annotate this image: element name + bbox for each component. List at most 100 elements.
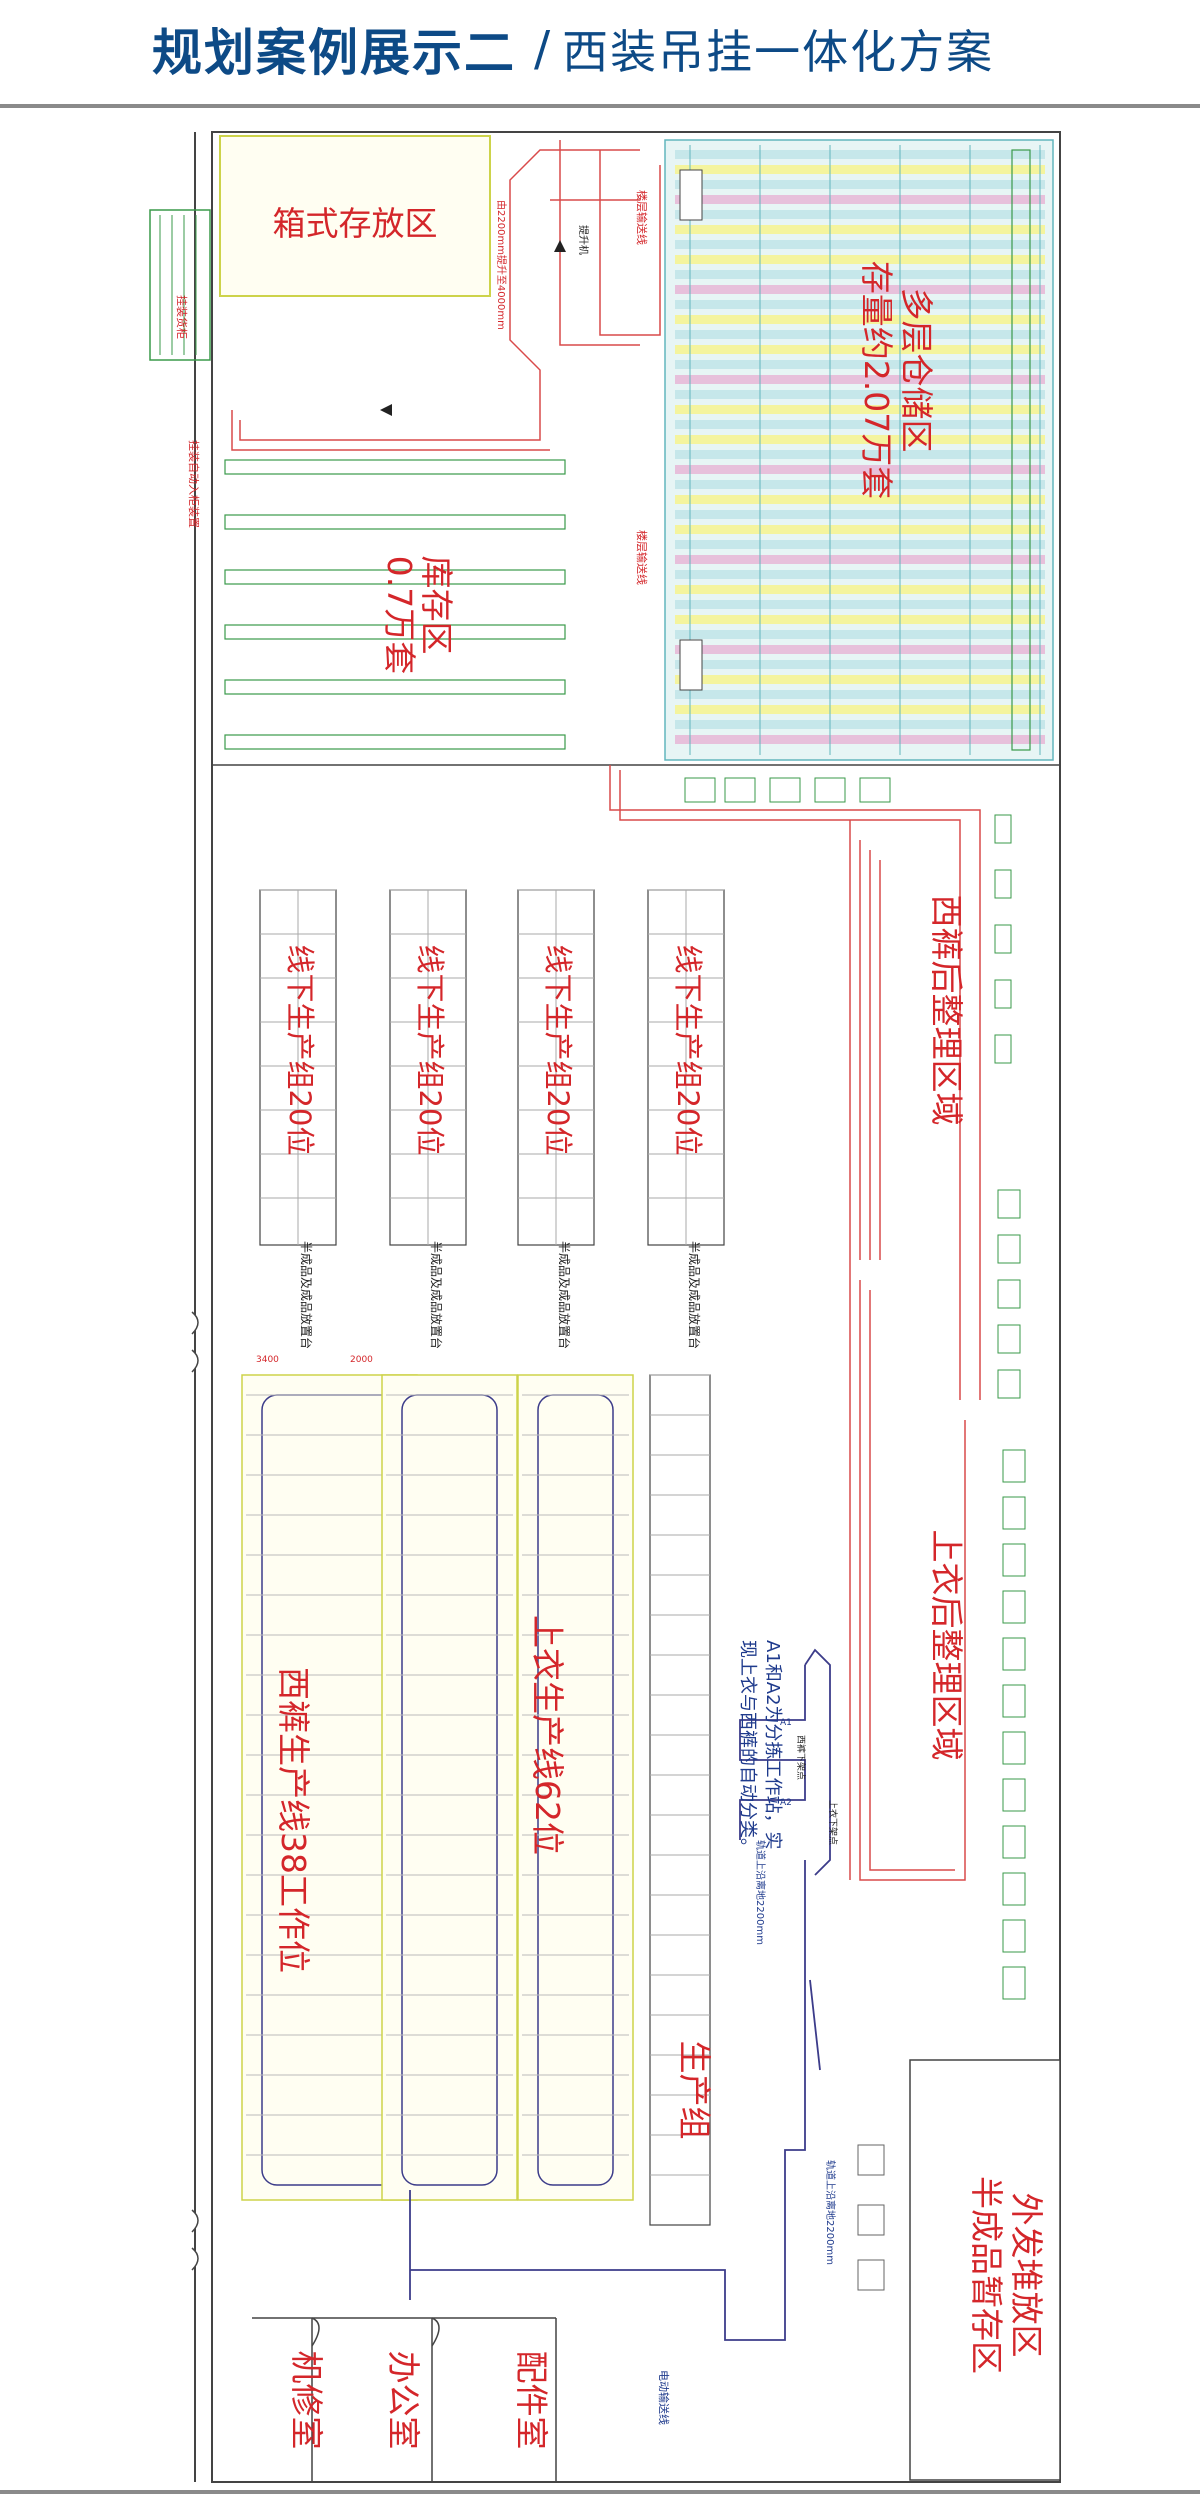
jacket-finish-table	[1002, 1543, 1026, 1577]
jacket-finish-table	[1002, 1449, 1026, 1483]
floor-conveyor-label-2: 楼层输送线	[635, 530, 649, 585]
jacket-finish-table	[1002, 1919, 1026, 1953]
inventory-racks	[224, 459, 566, 750]
storage-rack-row	[675, 165, 1045, 174]
floor-conveyor-label-1: 楼层输送线	[635, 190, 649, 245]
jacket-finish-table	[1002, 1825, 1026, 1859]
storage-rack-row	[675, 210, 1045, 219]
semi-finished-table-label-1: 半成品及成品放置台	[299, 1241, 314, 1349]
inventory-rack	[224, 679, 566, 695]
storage-rack-row	[675, 285, 1045, 294]
inventory-rack	[224, 734, 566, 750]
finishing-areas: 西裤后整理区域 上衣后整理区域	[849, 814, 1026, 2000]
jacket-finish-table	[1002, 1637, 1026, 1671]
jacket-finish-table	[1002, 1966, 1026, 2000]
jacket-finish-table	[1002, 1684, 1026, 1718]
storage-rack-row	[675, 390, 1045, 399]
production-line-workstations	[241, 1374, 711, 2226]
pants-finish-table	[997, 1189, 1021, 1219]
repair-room-label: 机修室	[287, 2351, 326, 2450]
production-group-label: 生产组	[675, 2041, 714, 2140]
dim-label-1: 3400	[256, 1355, 279, 1365]
inventory-label: 库存区	[417, 556, 456, 655]
hanger-rack-label: 挂装货柜	[175, 295, 189, 339]
inventory-rack	[224, 624, 566, 640]
pants-finish-station	[994, 979, 1012, 1009]
inventory-capacity: 0.7万套	[380, 556, 419, 674]
sorting-note: A1和A2为分拣工作站，实 现上衣与西裤的自动分类。 A1 A2 西裤下架点 上…	[409, 1640, 839, 2425]
storage-rack-row	[675, 420, 1045, 429]
storage-rack-row	[675, 585, 1045, 594]
storage-rack-row	[675, 690, 1045, 699]
storage-rack-row	[675, 465, 1045, 474]
offline-group-label-1: 线下生产组20位	[283, 945, 317, 1156]
box-storage-label: 箱式存放区	[273, 204, 438, 243]
jacket-finish-table	[1002, 1590, 1026, 1624]
storage-rack-row	[675, 375, 1045, 384]
storage-rack-row	[675, 405, 1045, 414]
storage-rack-row	[675, 570, 1045, 579]
footer-divider	[0, 2490, 1200, 2494]
storage-rack-row	[675, 495, 1045, 504]
page-header: 规划案例展示二 / 西装吊挂一体化方案	[0, 0, 1200, 100]
semi-finished-table-label-2: 半成品及成品放置台	[429, 1241, 444, 1349]
offline-group-label-3: 线下生产组20位	[541, 945, 575, 1156]
hanger-loading-dock: 挂装货柜 挂装自动入柜装置	[149, 209, 211, 528]
storage-rack-row	[675, 675, 1045, 684]
station-a2-label: A2	[780, 1798, 792, 1808]
storage-rack-row	[675, 630, 1045, 639]
jacket-line-label: 上衣生产线62位	[528, 1615, 567, 1855]
storage-rack-row	[675, 555, 1045, 564]
pants-line-label: 西裤生产线38工作位	[274, 1667, 313, 1973]
pants-finishing-label: 西裤后整理区域	[927, 895, 966, 1126]
storage-rack-row	[675, 720, 1045, 729]
pants-unload-label: 西裤下架点	[795, 1735, 807, 1780]
title-main: 规划案例展示二	[152, 24, 516, 82]
jacket-finish-table	[1002, 1778, 1026, 1812]
storage-rack-row	[675, 330, 1045, 339]
jacket-finishing-label: 上衣后整理区域	[927, 1530, 966, 1761]
auto-loading-label: 挂装自动入柜装置	[187, 440, 201, 528]
inventory-rack	[224, 514, 566, 530]
dim-label-2: 2000	[350, 1355, 373, 1365]
storage-rack-row	[675, 600, 1045, 609]
storage-rack-row	[675, 240, 1045, 249]
track-height-label-1: 轨道上沿离地2200mm	[754, 1840, 767, 1945]
storage-rack-row	[675, 345, 1045, 354]
jacket-unload-label: 上衣下架点	[827, 1800, 839, 1845]
jacket-finish-table	[1002, 1872, 1026, 1906]
storage-rack-row	[675, 180, 1045, 189]
door-openings	[191, 1311, 199, 2271]
track-height-label-2: 轨道上沿离地2200mm	[824, 2160, 837, 2265]
sorting-stations	[684, 777, 891, 803]
offline-production-groups: 线下生产组20位 线下生产组20位 线下生产组20位 线下生产组20位 半成品及…	[259, 889, 725, 1349]
upper-conveyor-tracks	[231, 140, 981, 1400]
multilayer-storage-capacity: 存量约2.07万套	[857, 261, 896, 499]
sorting-station	[814, 777, 846, 803]
storage-rack-row	[675, 255, 1045, 264]
production-lines: 西裤生产线38工作位 上衣生产线62位 生产组 3400 2000	[241, 1355, 714, 2226]
multilayer-storage-zone: 多层仓储区 存量约2.07万套	[664, 139, 1054, 761]
inventory-rack	[224, 569, 566, 585]
parts-room-label: 配件室	[512, 2351, 551, 2450]
sorting-station	[684, 777, 716, 803]
lift-label: 提升机	[577, 225, 590, 255]
building-outline	[194, 131, 1061, 2483]
page-title: 规划案例展示二 / 西装吊挂一体化方案	[152, 14, 994, 84]
conveyor-flow-arrows	[380, 240, 566, 416]
storage-rack-row	[675, 435, 1045, 444]
outbound-label: 外发堆放区	[1007, 2193, 1046, 2358]
storage-lift	[679, 169, 703, 221]
pants-finish-station	[994, 814, 1012, 844]
storage-rack-row	[675, 150, 1045, 159]
storage-rack-row	[675, 510, 1045, 519]
sorting-note-line-1: A1和A2为分拣工作站，实	[762, 1640, 783, 1850]
raise-track-label: 由2200mm提升至4000mm	[495, 200, 508, 330]
bottom-rooms: 机修室 办公室 配件室	[252, 2317, 557, 2482]
outbound-zone: 外发堆放区 半成品暂存区	[857, 2059, 1061, 2481]
pants-finish-station	[994, 924, 1012, 954]
finishing-stations	[994, 814, 1026, 2000]
storage-rack-row	[675, 645, 1045, 654]
storage-rack-row	[675, 195, 1045, 204]
pants-finish-table	[997, 1234, 1021, 1264]
